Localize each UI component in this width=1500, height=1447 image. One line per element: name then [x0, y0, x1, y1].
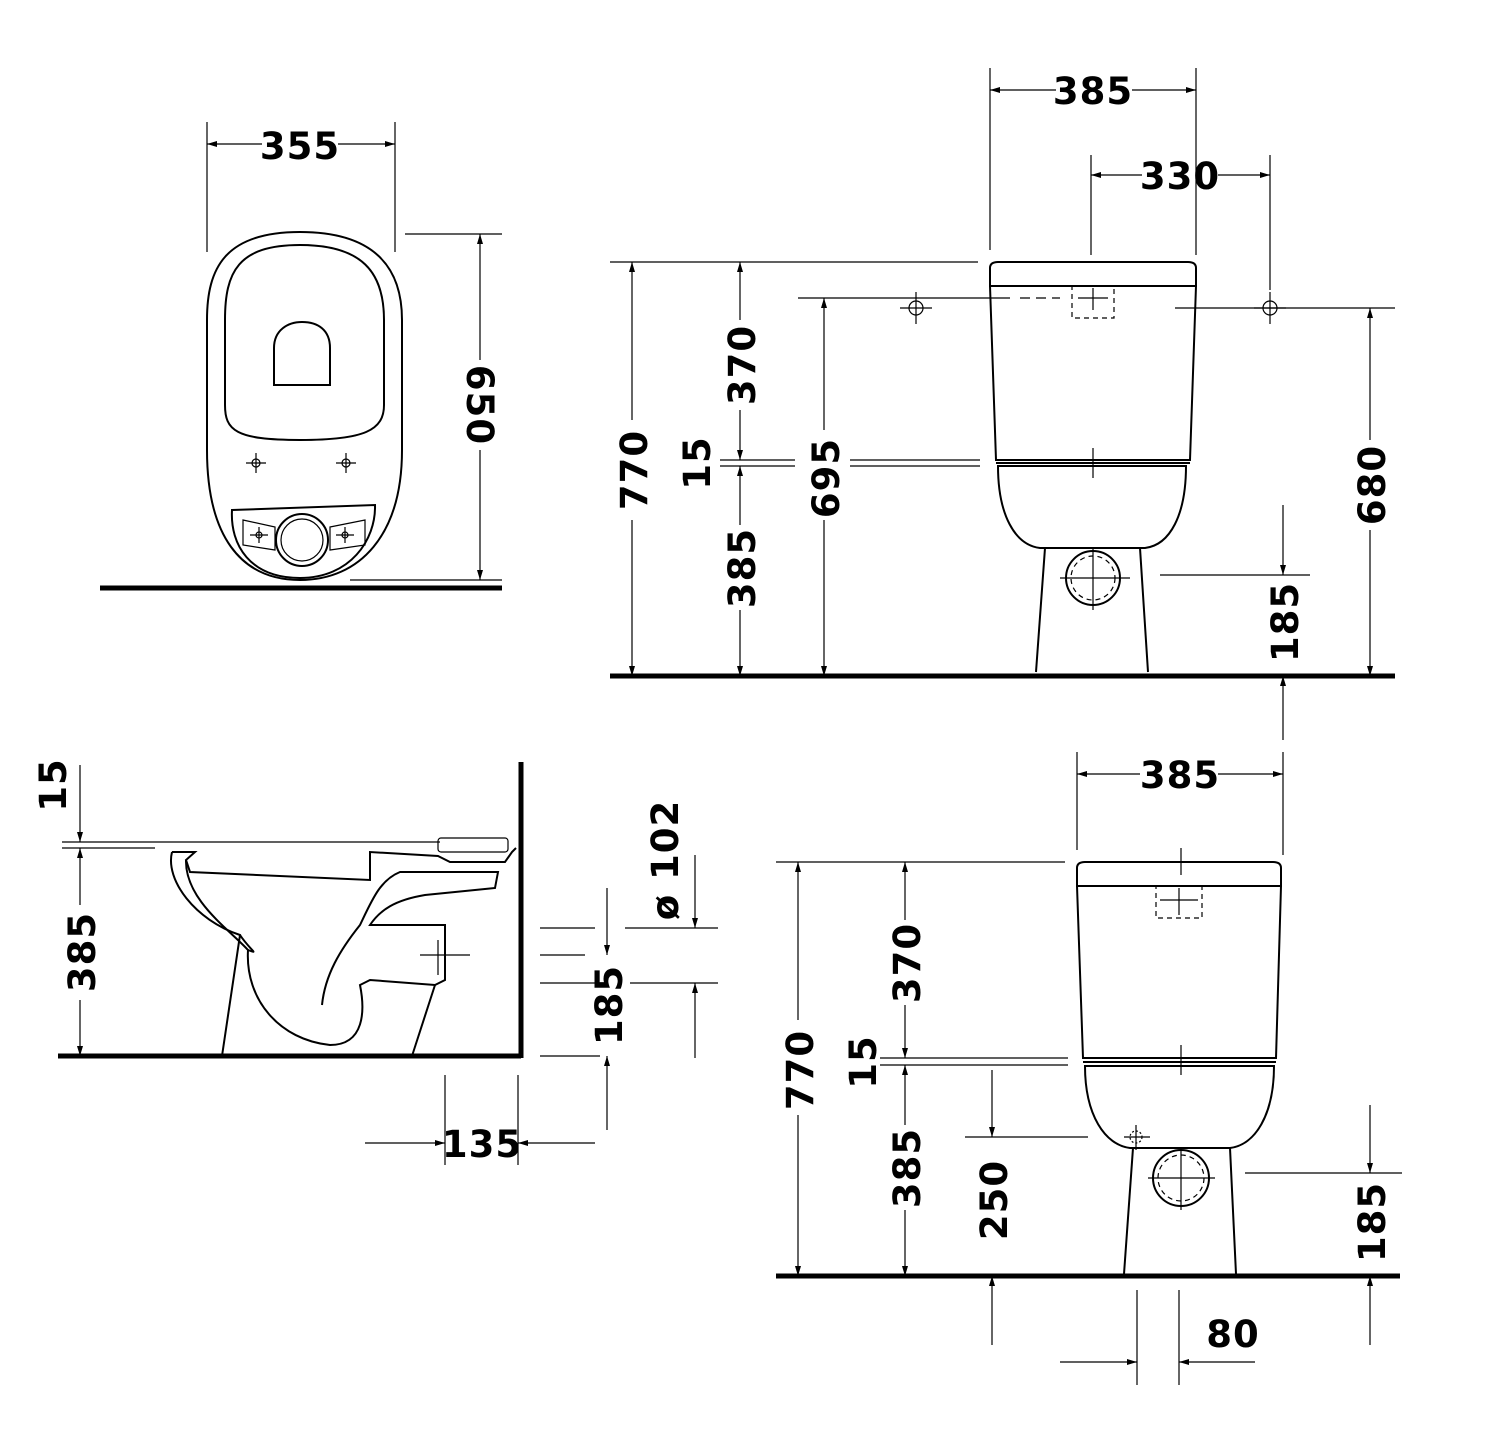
dim-front-right-fixing-height: 680 — [1351, 445, 1394, 525]
dim-rear-gap: 15 — [842, 1035, 885, 1089]
dim-side-outlet-height: 185 — [588, 965, 631, 1045]
top-view-slot-right — [329, 519, 366, 551]
front-view: 385 330 770 370 15 385 695 680 — [610, 68, 1395, 740]
dim-front-outlet-height: 185 — [1264, 582, 1307, 662]
crosshair-icon — [246, 453, 356, 543]
rear-bowl — [1083, 1065, 1276, 1149]
inlet-icon — [1124, 1125, 1150, 1150]
side-bowl-outline — [170, 847, 517, 1057]
dim-rear-cistern-width: 385 — [1140, 754, 1220, 797]
top-view-rear-panel — [230, 503, 377, 580]
dim-rear-total-height: 770 — [779, 1030, 822, 1110]
rear-button — [1155, 885, 1203, 919]
dim-top-length: 650 — [458, 365, 501, 445]
front-cistern — [989, 261, 1197, 287]
dim-side-outlet-diameter: ø 102 — [644, 800, 687, 921]
top-view-outlet-circle — [275, 513, 329, 567]
dim-front-bowl-height: 385 — [721, 528, 764, 608]
front-button — [1071, 285, 1115, 319]
dim-side-gap: 15 — [32, 758, 75, 812]
dim-rear-bowl-height: 385 — [886, 1128, 929, 1208]
front-cistern-body — [989, 285, 1197, 461]
dim-top-width: 355 — [260, 125, 340, 168]
dim-front-fixing-spacing: 330 — [1140, 155, 1220, 198]
rear-view: 385 770 370 15 385 250 185 80 — [776, 752, 1402, 1385]
front-bowl — [996, 465, 1188, 549]
dim-rear-inlet-height: 250 — [973, 1160, 1016, 1240]
rear-cistern-body — [1076, 885, 1282, 1059]
side-view: 15 385 ø 102 185 135 — [32, 758, 718, 1166]
dim-rear-outlet-height: 185 — [1351, 1182, 1394, 1262]
top-view-outlet-inner — [280, 518, 324, 562]
dim-front-cistern-width: 385 — [1053, 70, 1133, 113]
top-view-seat — [224, 243, 385, 442]
dim-front-cistern-height: 370 — [721, 325, 764, 405]
dim-front-fixing-height: 695 — [805, 438, 848, 518]
top-view-outline — [206, 230, 403, 582]
dim-side-bowl-height: 385 — [61, 912, 104, 992]
top-view-slot-left — [242, 519, 276, 551]
rear-pedestal — [1123, 1147, 1237, 1275]
top-view-bowl-opening — [273, 320, 331, 386]
dim-rear-cistern-height: 370 — [886, 923, 929, 1003]
rear-cistern — [1076, 861, 1282, 887]
front-pedestal — [1035, 547, 1149, 673]
top-view: 355 650 — [100, 122, 502, 591]
dim-side-outlet-offset: 135 — [442, 1123, 522, 1166]
dim-front-gap: 15 — [676, 436, 719, 490]
dim-front-total-height: 770 — [613, 430, 656, 510]
dim-rear-outlet-offset: 80 — [1206, 1313, 1260, 1356]
